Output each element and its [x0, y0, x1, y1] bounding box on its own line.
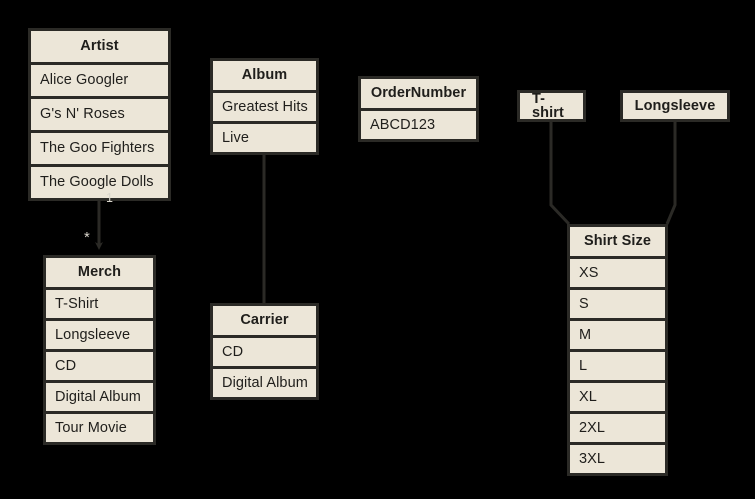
entity-longsleeve[interactable]: Longsleeve: [620, 90, 730, 122]
entity-order-number-title: OrderNumber: [361, 79, 476, 108]
entity-album[interactable]: Album Greatest Hits Live: [210, 58, 319, 155]
entity-merch-row[interactable]: CD: [46, 352, 153, 380]
entity-merch-row[interactable]: Tour Movie: [46, 414, 153, 442]
entity-carrier-row[interactable]: Digital Album: [213, 369, 316, 397]
entity-merch-row[interactable]: T-Shirt: [46, 290, 153, 318]
entity-order-number[interactable]: OrderNumber ABCD123: [358, 76, 479, 142]
entity-shirt-size-row[interactable]: 2XL: [570, 414, 665, 442]
entity-artist-row[interactable]: The Goo Fighters: [31, 133, 168, 164]
entity-artist-title: Artist: [31, 31, 168, 62]
entity-longsleeve-title: Longsleeve: [623, 93, 727, 119]
entity-carrier-title: Carrier: [213, 306, 316, 335]
entity-carrier[interactable]: Carrier CD Digital Album: [210, 303, 319, 400]
entity-merch-row[interactable]: Digital Album: [46, 383, 153, 411]
entity-shirt-size-row[interactable]: S: [570, 290, 665, 318]
entity-merch[interactable]: Merch T-Shirt Longsleeve CD Digital Albu…: [43, 255, 156, 445]
entity-shirt-size-row[interactable]: XL: [570, 383, 665, 411]
entity-order-number-row[interactable]: ABCD123: [361, 111, 476, 139]
connector-tshirt-shirtsize: [549, 121, 571, 226]
entity-merch-title: Merch: [46, 258, 153, 287]
entity-artist-row[interactable]: G's N' Roses: [31, 99, 168, 130]
entity-shirt-size-row[interactable]: 3XL: [570, 445, 665, 473]
entity-tshirt[interactable]: T-shirt: [517, 90, 586, 122]
edge-label-artist-multiplicity: 1: [106, 191, 113, 205]
entity-shirt-size-row[interactable]: L: [570, 352, 665, 380]
entity-shirt-size-title: Shirt Size: [570, 227, 665, 256]
entity-shirt-size-row[interactable]: XS: [570, 259, 665, 287]
entity-artist[interactable]: Artist Alice Googler G's N' Roses The Go…: [28, 28, 171, 201]
entity-artist-row[interactable]: The Google Dolls: [31, 167, 168, 198]
entity-shirt-size-row[interactable]: M: [570, 321, 665, 349]
entity-album-row[interactable]: Greatest Hits: [213, 93, 316, 121]
edge-label-merch-multiplicity: *: [84, 229, 90, 246]
entity-album-row[interactable]: Live: [213, 124, 316, 152]
entity-tshirt-title: T-shirt: [520, 91, 583, 120]
entity-merch-row[interactable]: Longsleeve: [46, 321, 153, 349]
entity-album-title: Album: [213, 61, 316, 90]
entity-artist-row[interactable]: Alice Googler: [31, 65, 168, 96]
entity-carrier-row[interactable]: CD: [213, 338, 316, 366]
entity-shirt-size[interactable]: Shirt Size XS S M L XL 2XL 3XL: [567, 224, 668, 476]
connector-longsleeve-shirtsize: [665, 121, 677, 225]
